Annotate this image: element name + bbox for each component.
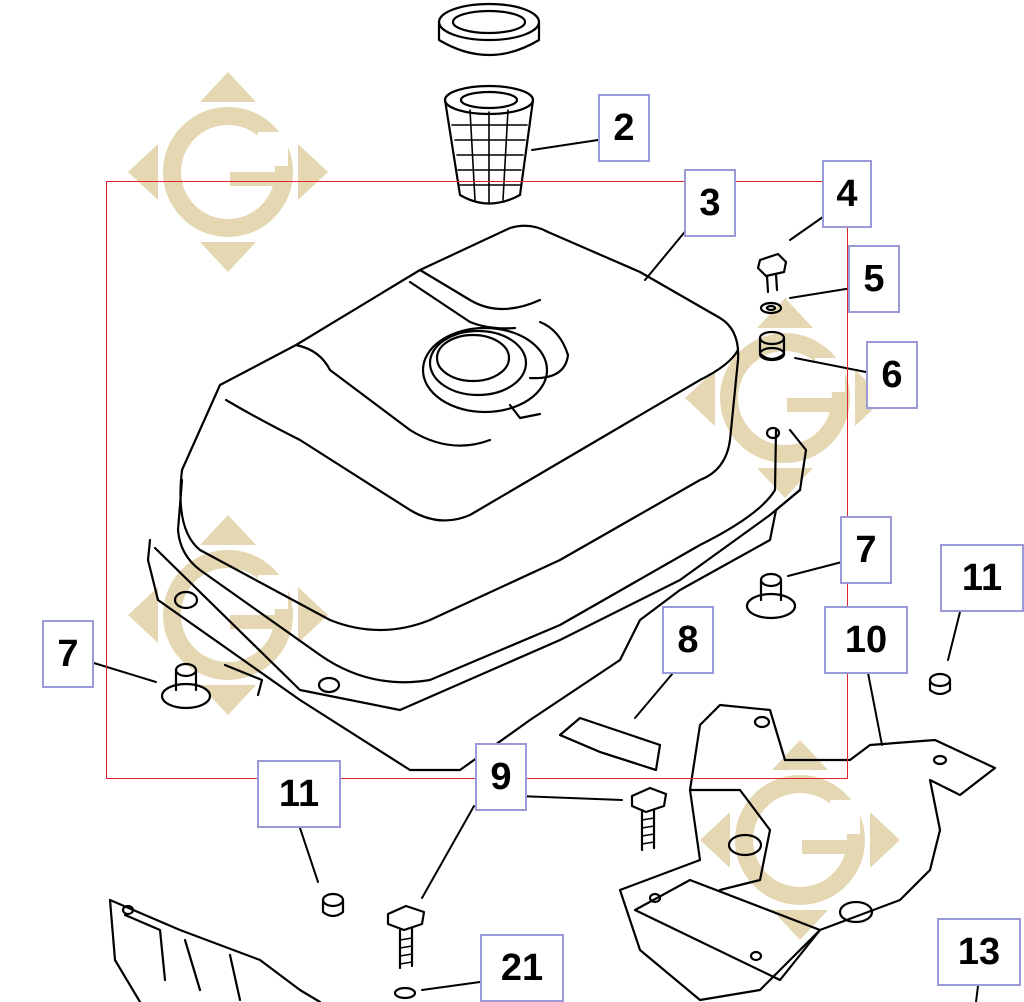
g-logo-icon xyxy=(685,298,885,498)
fuel-tank xyxy=(146,224,808,772)
bolt-9-left xyxy=(386,904,426,970)
bolt-washer-grommet xyxy=(756,252,788,362)
tank-bracket xyxy=(618,703,997,1002)
callout-10: 10 xyxy=(824,606,908,674)
callout-7-left: 7 xyxy=(42,620,94,688)
callout-2: 2 xyxy=(598,94,650,162)
callout-11-right: 11 xyxy=(940,544,1024,612)
washer-21 xyxy=(393,986,417,1000)
callout-8: 8 xyxy=(662,606,714,674)
callout-3: 3 xyxy=(684,169,736,237)
callout-5: 5 xyxy=(848,245,900,313)
frame-section xyxy=(108,898,322,1002)
filler-cap xyxy=(437,2,541,56)
callout-6: 6 xyxy=(866,341,918,409)
leader-lines xyxy=(83,139,981,1002)
bolt-9-right xyxy=(630,786,668,852)
rubber-bush-left xyxy=(160,662,212,710)
rubber-bush-right xyxy=(745,572,797,620)
rubber-pad xyxy=(558,716,662,772)
callout-21: 21 xyxy=(480,934,564,1002)
g-logo-icon xyxy=(128,72,328,272)
callout-7-right: 7 xyxy=(840,516,892,584)
callout-4: 4 xyxy=(822,160,872,228)
fuel-strainer xyxy=(443,84,535,205)
g-logo-icon xyxy=(128,515,328,715)
callout-9: 9 xyxy=(475,743,527,811)
callout-11-left: 11 xyxy=(257,760,341,828)
callout-13: 13 xyxy=(937,918,1021,986)
plug-left xyxy=(321,892,345,918)
plug-right xyxy=(928,672,952,696)
